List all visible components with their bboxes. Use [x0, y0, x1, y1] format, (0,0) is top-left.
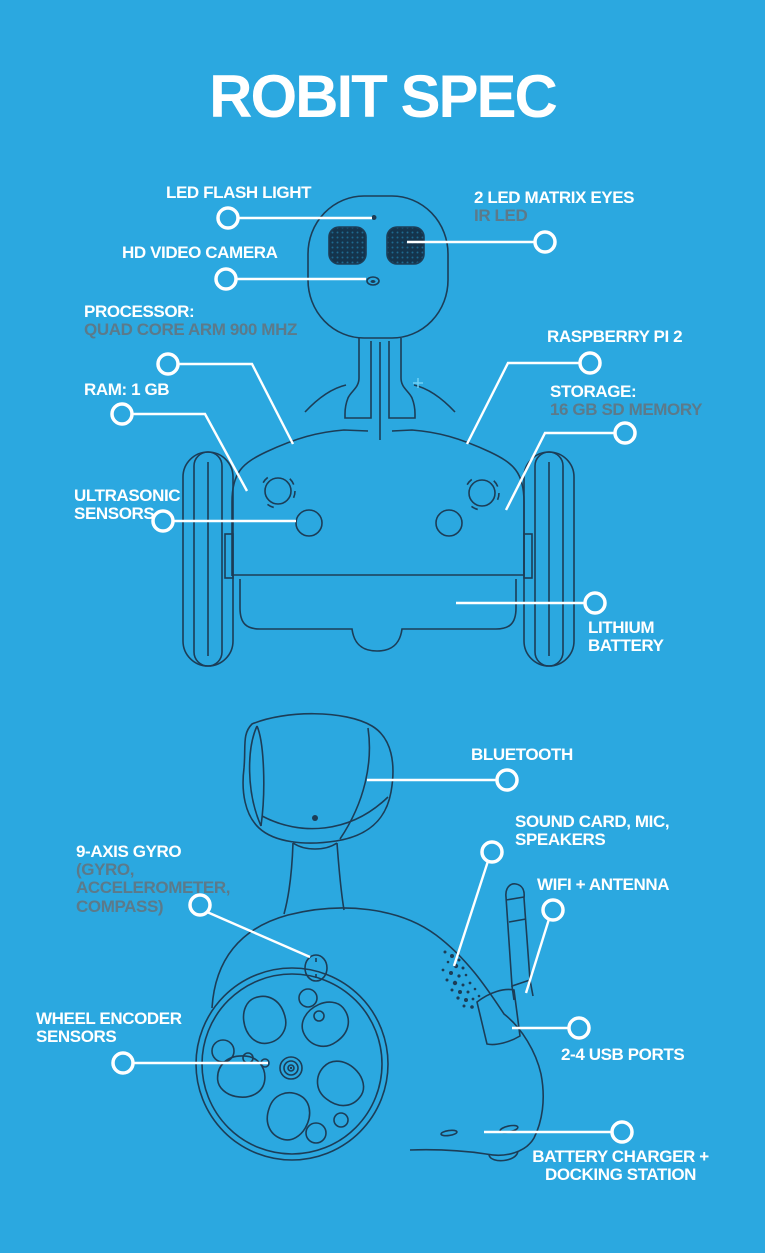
callout-ultrasonic-sensors: ULTRASONIC SENSORS	[74, 486, 181, 524]
callout-leader-lines	[110, 206, 637, 1144]
callout-circle	[567, 1016, 591, 1040]
callout-hd-video-camera: HD VIDEO CAMERA	[122, 243, 278, 262]
callout-sound-card: SOUND CARD, MIC, SPEAKERS	[515, 812, 670, 850]
callout-processor: PROCESSOR: QUAD CORE ARM 900 MHZ	[84, 302, 297, 340]
callout-circle	[613, 421, 637, 445]
led-matrix-eye-left	[328, 226, 367, 265]
callout-circle	[495, 768, 519, 792]
callout-circle	[151, 509, 175, 533]
callout-wifi-antenna: WIFI + ANTENNA	[537, 875, 670, 894]
robot-side-illustration	[195, 712, 544, 1162]
callout-battery-charger: BATTERY CHARGER + DOCKING STATION	[532, 1147, 709, 1185]
speaker-grille	[441, 950, 481, 1009]
callout-circle	[156, 352, 180, 376]
callout-ram: RAM: 1 GB	[84, 380, 170, 399]
poster-title: ROBIT SPEC	[209, 63, 558, 130]
callout-nine-axis-gyro: 9-AXIS GYRO (GYRO, ACCELEROMETER, COMPAS…	[76, 842, 231, 916]
callout-circle	[110, 402, 134, 426]
callout-lithium-battery: LITHIUM BATTERY	[588, 618, 664, 656]
callout-circle	[111, 1051, 135, 1075]
led-flash-dot	[371, 215, 377, 220]
callout-raspberry-pi: RASPBERRY PI 2	[547, 327, 683, 346]
callout-storage: STORAGE: 16 GB SD MEMORY	[550, 382, 703, 420]
callout-circle	[480, 840, 504, 864]
callout-circle	[214, 267, 238, 291]
callout-usb-ports: 2-4 USB PORTS	[561, 1045, 685, 1064]
callout-circle	[188, 893, 212, 917]
callout-circle	[533, 230, 557, 254]
callout-circle	[541, 898, 565, 922]
callout-circle	[578, 351, 602, 375]
callout-bluetooth: BLUETOOTH	[471, 745, 573, 764]
camera-lens	[366, 276, 380, 286]
callout-circle	[610, 1120, 634, 1144]
robot-front-illustration	[182, 195, 575, 667]
callout-led-flash-light: LED FLASH LIGHT	[166, 183, 312, 202]
wifi-antenna-illustration	[505, 883, 534, 1001]
callout-circle	[216, 206, 240, 230]
led-matrix-eye-right	[386, 226, 425, 265]
callout-circle	[583, 591, 607, 615]
callout-led-matrix-eyes: 2 LED MATRIX EYES IR LED	[474, 188, 635, 226]
callout-wheel-encoder: WHEEL ENCODER SENSORS	[36, 1009, 182, 1047]
